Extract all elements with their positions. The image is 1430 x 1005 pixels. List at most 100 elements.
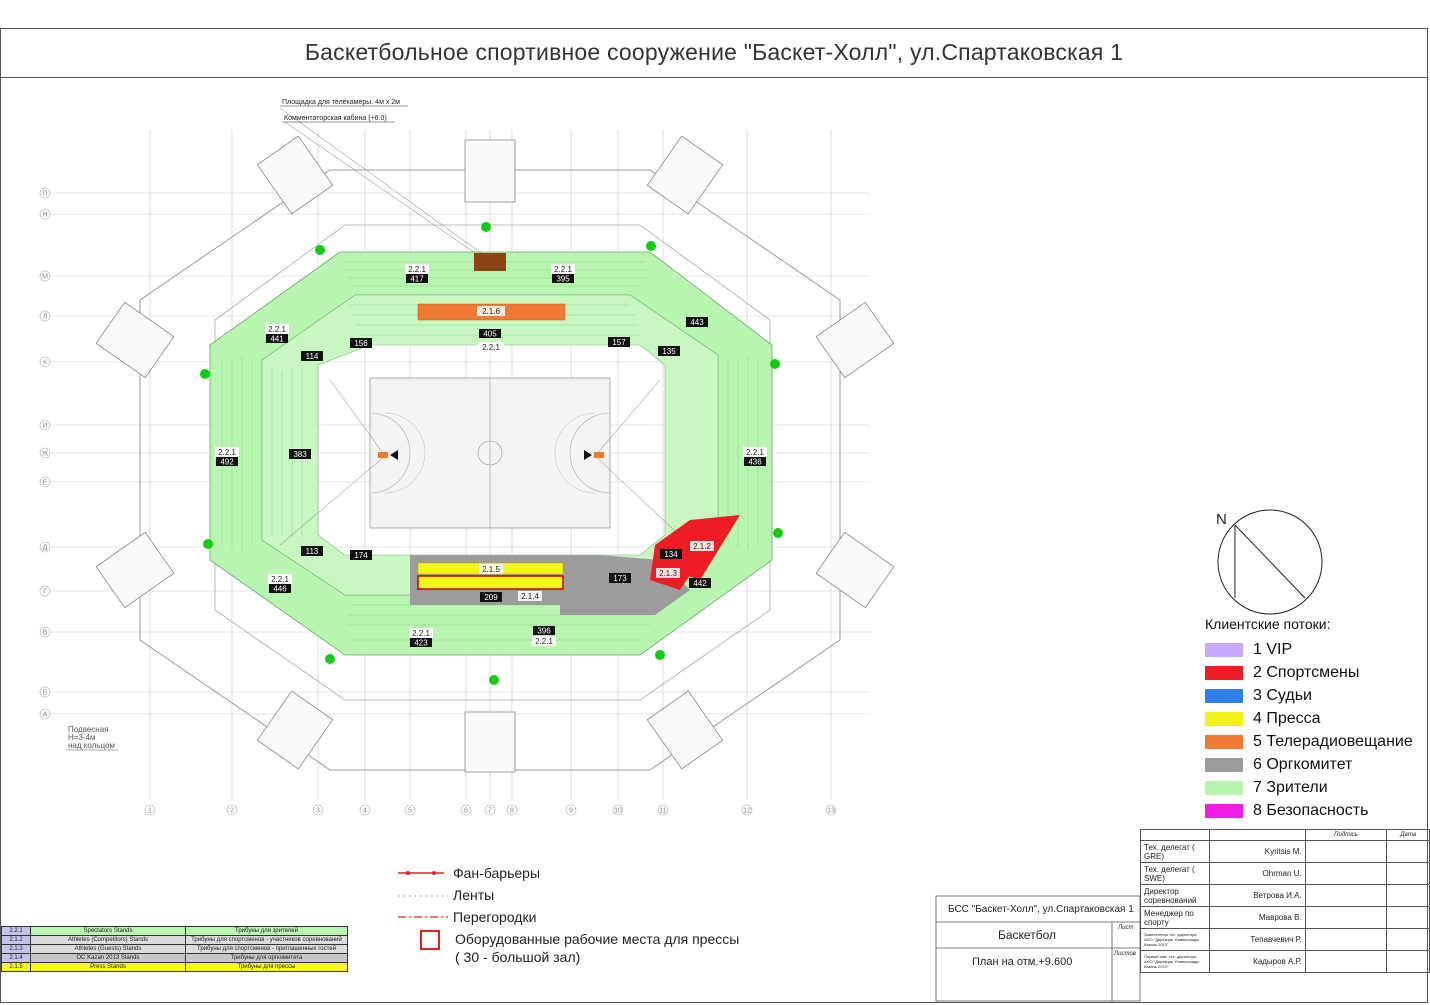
svg-text:2.2.1: 2.2.1: [412, 629, 430, 638]
legend-item: 2 Спортсмены: [1205, 661, 1413, 684]
suspension-note-2: Н=3-4м: [68, 733, 96, 742]
legend-swatch: [1205, 711, 1243, 726]
zone-table-cell: Трибуны для зрителей: [185, 926, 348, 936]
section-count: 443: [686, 317, 708, 327]
signature-name: Тепавчевич Р.: [1208, 928, 1306, 951]
signature-name: Маврова В.: [1208, 906, 1306, 929]
legend-swatch: [1205, 780, 1243, 795]
svg-text:2.2.1: 2.2.1: [408, 265, 426, 274]
signature-cell: [1304, 950, 1388, 973]
signature-cell: [1304, 906, 1388, 929]
grid-col-label: 1: [148, 808, 152, 815]
legend-label: 2 Спортсмены: [1253, 663, 1360, 681]
legend-heading: Клиентские потоки:: [1205, 616, 1331, 632]
svg-text:134: 134: [664, 550, 678, 559]
zone-table-cell: Press Stands: [30, 962, 186, 972]
signature-row: Тех. делегат ( SWE)Ohrman U.: [1140, 862, 1430, 885]
legend-label: 5 Телерадиовещание: [1253, 732, 1413, 750]
grid-row-label: Е: [43, 480, 48, 487]
section-count: 113: [301, 546, 323, 556]
legend-item: 3 Судьи: [1205, 684, 1413, 707]
grid-row-label: А: [43, 712, 48, 719]
section-count: 173: [609, 573, 631, 583]
legend-label: 6 Оргкомитет: [1253, 755, 1353, 773]
signature-role: Первый зам. тех. директора АНО "Дирекция…: [1140, 950, 1210, 973]
grid-row-label: Ж: [42, 451, 49, 458]
svg-text:423: 423: [414, 639, 428, 648]
signature-name: Ветрова И.А.: [1208, 884, 1306, 907]
legend-item: 7 Зрители: [1205, 776, 1413, 799]
date-cell: [1386, 928, 1430, 951]
key-partitions: Перегородки: [453, 909, 537, 925]
signature-name: Kyritsis M.: [1208, 840, 1306, 863]
section-count: 174: [350, 550, 372, 560]
key-glyphs: [398, 871, 448, 918]
north-label: N: [1216, 511, 1227, 528]
zone-table-cell: Трибуны для прессы: [185, 962, 348, 972]
north-compass: [1217, 509, 1323, 615]
title-band: Баскетбольное спортивное сооружение "Бас…: [0, 28, 1428, 78]
zone-table-cell: Трибуны для спортсменов - участников сор…: [185, 935, 348, 945]
zone-code-label: 2.1.3: [656, 568, 680, 578]
key-fan-barriers: Фан-барьеры: [453, 865, 541, 881]
svg-text:436: 436: [748, 458, 762, 467]
signature-name: Кадыров А.Р.: [1208, 950, 1306, 973]
legend-item: 6 Оргкомитет: [1205, 753, 1413, 776]
title-block-sheet: Лист: [1118, 925, 1134, 931]
grid-row-label: И: [42, 423, 47, 430]
zone-table-cell: Трибуны для оргкомитета: [185, 953, 348, 963]
signature-cell: [1304, 862, 1388, 885]
grid-col-label: 8: [510, 808, 514, 815]
camera-sight-lines: [279, 107, 691, 546]
legend-label: 8 Безопасность: [1253, 801, 1369, 819]
svg-text:2.2.1: 2.2.1: [535, 637, 553, 646]
legend-swatch: [1205, 665, 1243, 680]
title-block-facility: БСС "Баскет-Холл", ул.Спартаковская 1: [948, 904, 1134, 915]
zone-code-label: 2.1.5: [479, 564, 503, 574]
svg-text:383: 383: [293, 450, 307, 459]
signature-row: Заместитель тех. директора АНО "Дирекция…: [1140, 928, 1430, 951]
grid-row-label: К: [43, 360, 48, 367]
press-desk-swatch: [420, 930, 440, 950]
svg-text:442: 442: [693, 579, 707, 588]
security-points: [200, 222, 783, 685]
signature-cell: [1304, 928, 1388, 951]
grid-row-label: П: [42, 191, 47, 198]
signature-row: Первый зам. тех. директора АНО "Дирекция…: [1140, 950, 1430, 973]
date-cell: [1386, 906, 1430, 929]
section-count: 156: [350, 338, 372, 348]
signature-role: Директор соревнований: [1140, 884, 1210, 907]
line-keys: Фан-барьеры Ленты Перегородки Оборудован…: [395, 862, 739, 968]
stair-towers: [95, 135, 895, 773]
grid-col-label: 11: [659, 808, 666, 815]
grid-col-label: 7: [488, 808, 492, 815]
grid-col-label: 3: [316, 808, 320, 815]
legend-label: 3 Судьи: [1253, 686, 1312, 704]
svg-text:446: 446: [273, 585, 287, 594]
zone-table-cell: OC Kazan 2013 Stands: [30, 953, 186, 963]
signature-role: Менеджер по спорту: [1140, 906, 1210, 929]
key-press-desks-1: Оборудованные рабочие места для прессы: [455, 931, 740, 947]
signature-role: Заместитель тех. директора АНО "Дирекция…: [1140, 928, 1210, 951]
svg-text:417: 417: [410, 275, 424, 284]
legend-item: 4 Пресса: [1205, 707, 1413, 730]
grid-col-label: 13: [827, 808, 835, 815]
svg-text:2.2.1: 2.2.1: [268, 325, 286, 334]
section-count: 114: [301, 351, 323, 361]
svg-text:441: 441: [270, 335, 284, 344]
date-cell: [1386, 950, 1430, 973]
svg-text:2.1.3: 2.1.3: [659, 569, 677, 578]
legend-swatch: [1205, 688, 1243, 703]
